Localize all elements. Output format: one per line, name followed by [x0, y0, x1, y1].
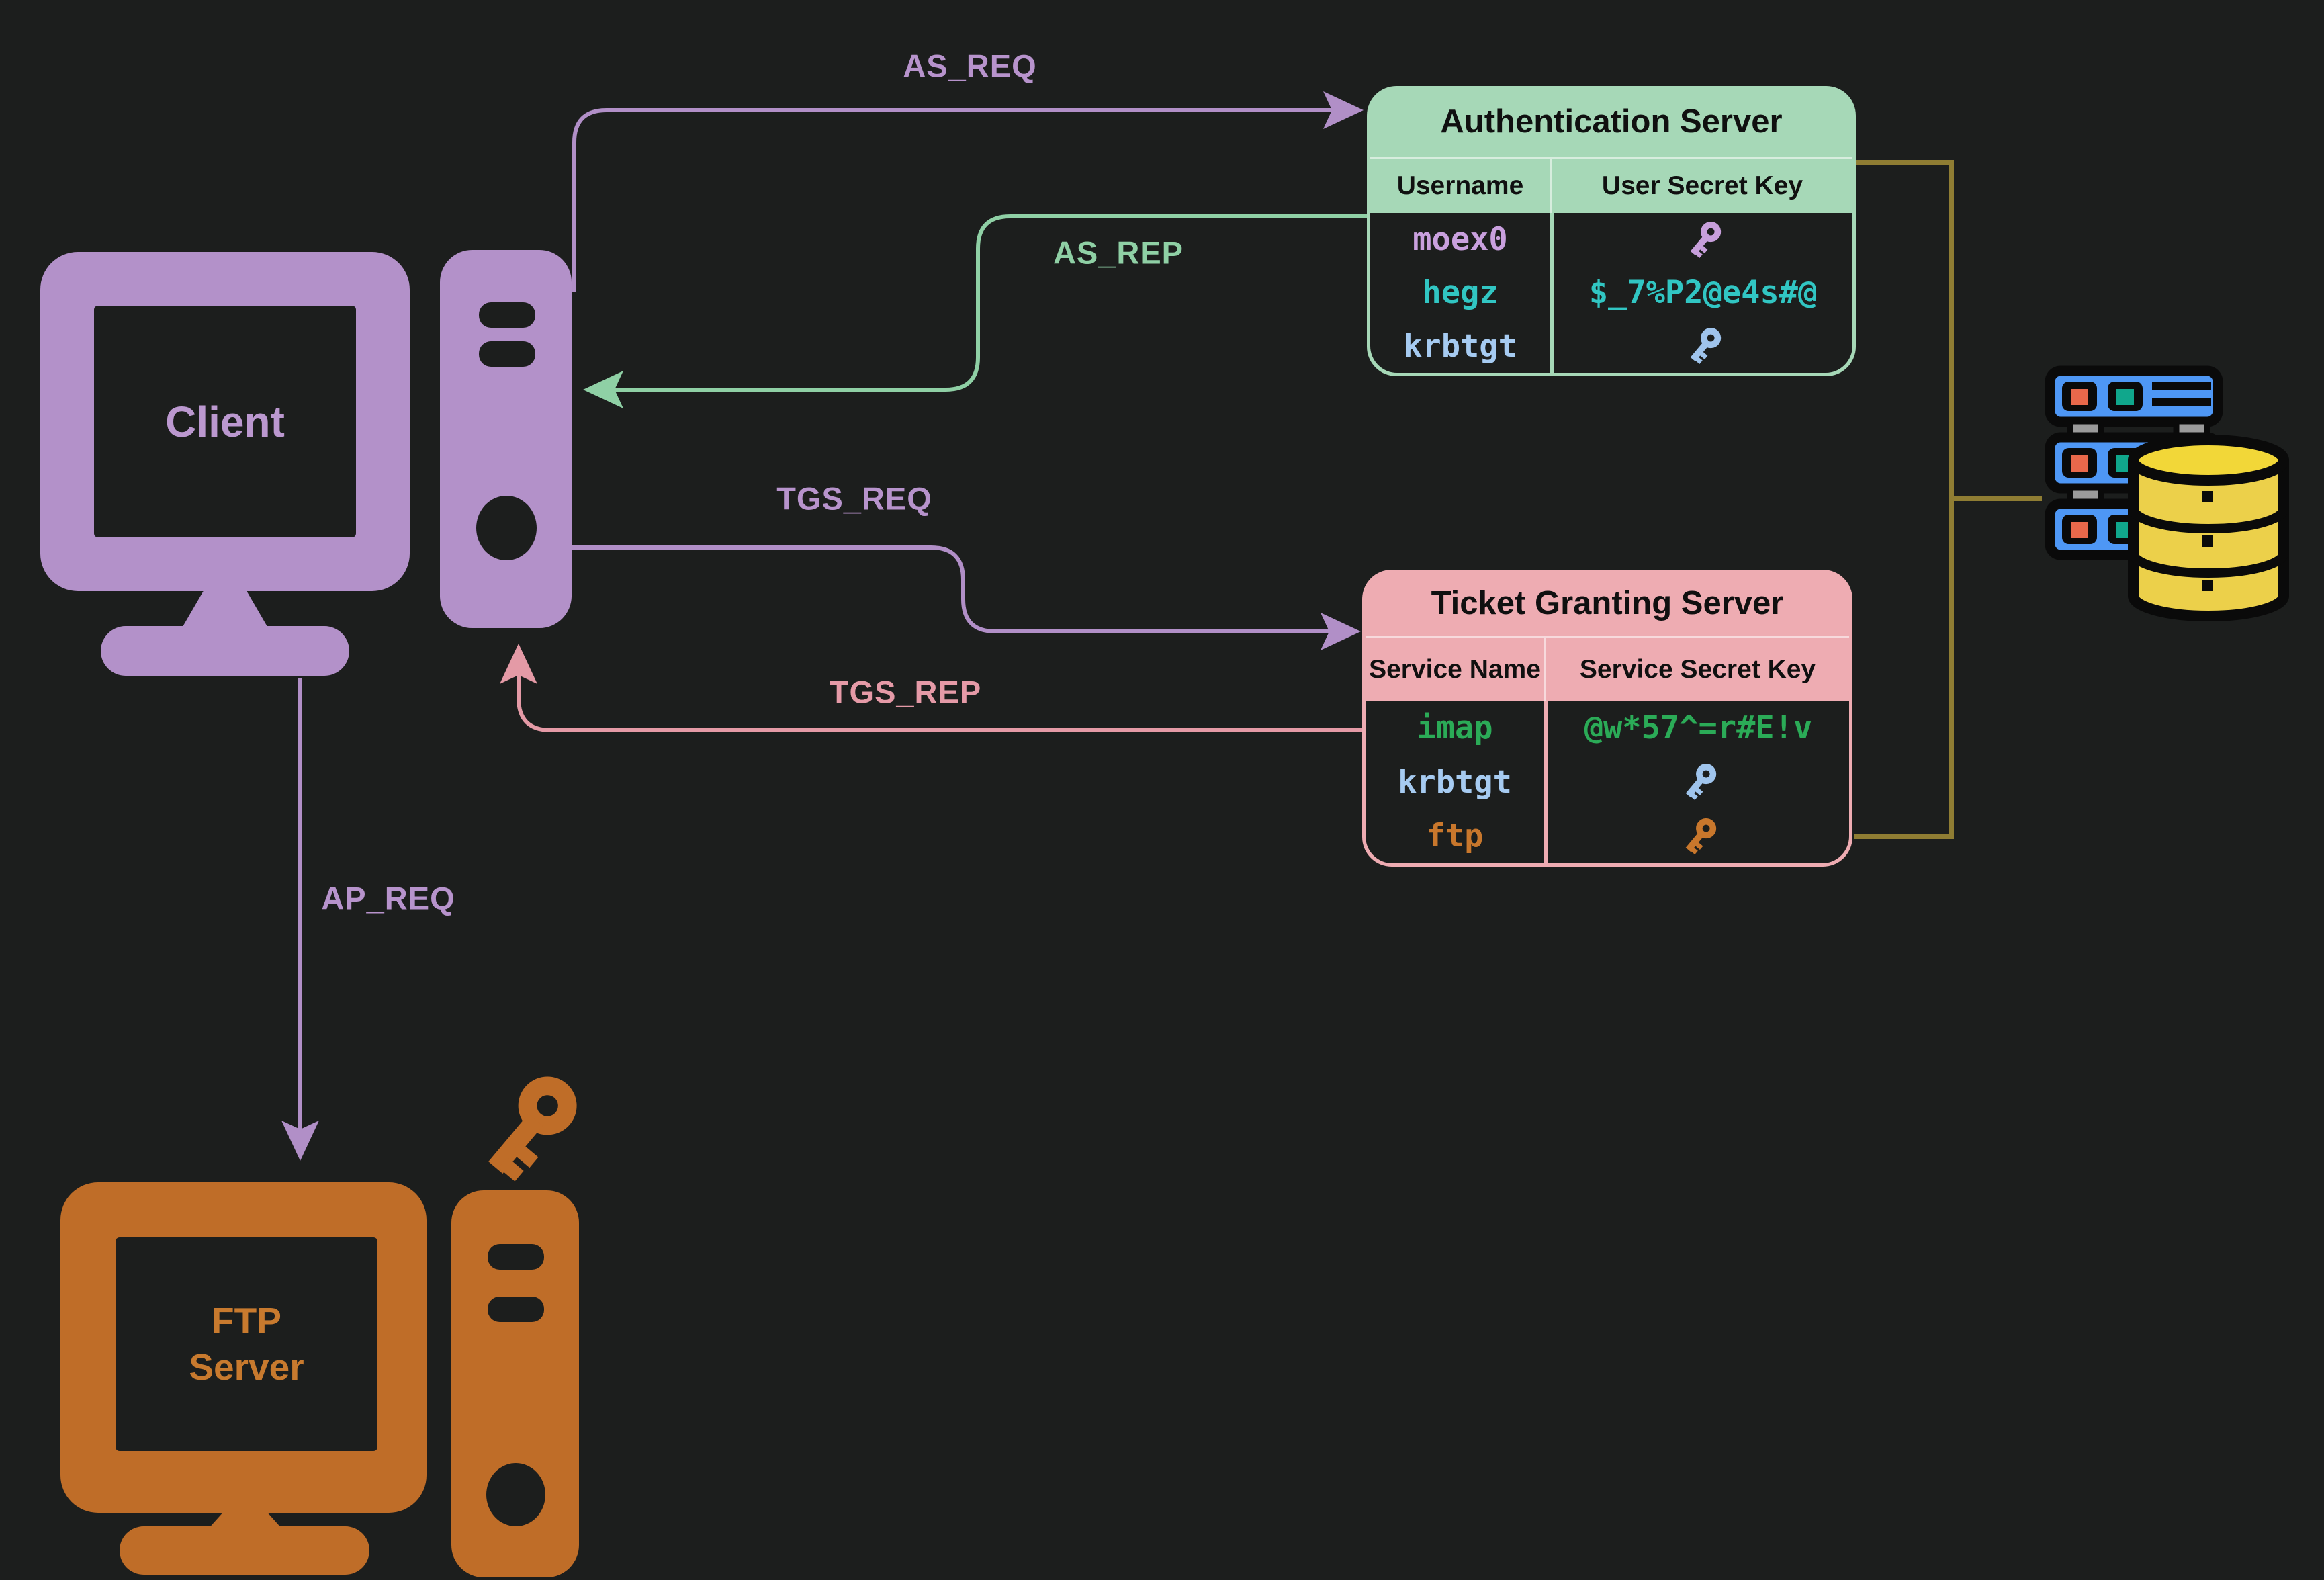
auth-col-username: Username: [1370, 159, 1552, 213]
auth-col-secret-key: User Secret Key: [1601, 171, 1803, 200]
client-tower-icon: [440, 250, 572, 628]
service-key-icon: [1685, 764, 1716, 800]
client-monitor-base: [101, 626, 349, 676]
tgs-secret-column: @w*57^=r#E!v: [1548, 701, 1849, 863]
ftp-key-icon: [488, 1076, 577, 1182]
tgs-row-imap: imap: [1417, 709, 1493, 746]
as-rep-arrow: [583, 214, 1367, 408]
authentication-server-table: Authentication Server Username User Secr…: [1367, 86, 1856, 376]
tgs-rep-arrow: [500, 644, 1362, 732]
as-req-label: AS_REQ: [903, 48, 1037, 84]
auth-row-krbtgt: krbtgt: [1403, 327, 1517, 365]
auth-secret-moex0: [1554, 213, 1852, 266]
client-label: Client: [165, 397, 285, 446]
tgs-secret-ftp: [1548, 809, 1849, 863]
tgs-secret-imap: @w*57^=r#E!v: [1584, 709, 1813, 746]
ap-req-label: AP_REQ: [321, 880, 455, 916]
as-rep-label: AS_REP: [1053, 234, 1184, 271]
auth-username-column: moex0 hegz krbtgt: [1370, 213, 1550, 373]
tgs-row-ftp: ftp: [1426, 818, 1484, 855]
auth-secret-column: $_7%P2@e4s#@: [1554, 213, 1852, 373]
as-req-arrow: [572, 91, 1364, 292]
tgs-rep-label: TGS_REP: [829, 674, 982, 710]
tgs-row-krbtgt: krbtgt: [1398, 763, 1512, 801]
tgs-req-label: TGS_REQ: [776, 480, 932, 517]
ftp-monitor-base: [120, 1526, 369, 1575]
user-key-icon: [1690, 221, 1721, 258]
tgs-col-service-name: Service Name: [1366, 638, 1546, 701]
ftp-screen: FTP Server: [116, 1237, 377, 1451]
auth-secret-hegz: $_7%P2@e4s#@: [1589, 274, 1818, 312]
database-icon: [2045, 365, 2289, 621]
auth-server-title: Authentication Server: [1440, 103, 1783, 140]
user-key-icon: [1690, 328, 1721, 365]
tgs-col-secret-key: Service Secret Key: [1579, 654, 1816, 684]
service-key-icon: [1685, 818, 1716, 854]
client-screen: Client: [94, 306, 356, 537]
tgs-title: Ticket Granting Server: [1431, 584, 1784, 621]
ftp-label-line1: FTP: [212, 1300, 281, 1342]
ftp-tower-icon: [451, 1190, 579, 1577]
database-connector-lines: [1854, 160, 2042, 839]
tgs-secret-krbtgt: [1548, 755, 1849, 809]
tgs-req-arrow: [571, 545, 1361, 650]
ftp-label-line2: Server: [189, 1346, 304, 1388]
auth-secret-krbtgt: [1554, 320, 1852, 373]
ap-req-arrow: [281, 678, 319, 1161]
tgs-service-column: imap krbtgt ftp: [1366, 701, 1544, 863]
auth-row-moex0: moex0: [1413, 221, 1508, 259]
ticket-granting-server-table: Ticket Granting Server Service Name Serv…: [1362, 570, 1852, 867]
database-cylinder-icon: [2128, 435, 2289, 621]
auth-row-hegz: hegz: [1422, 274, 1499, 312]
